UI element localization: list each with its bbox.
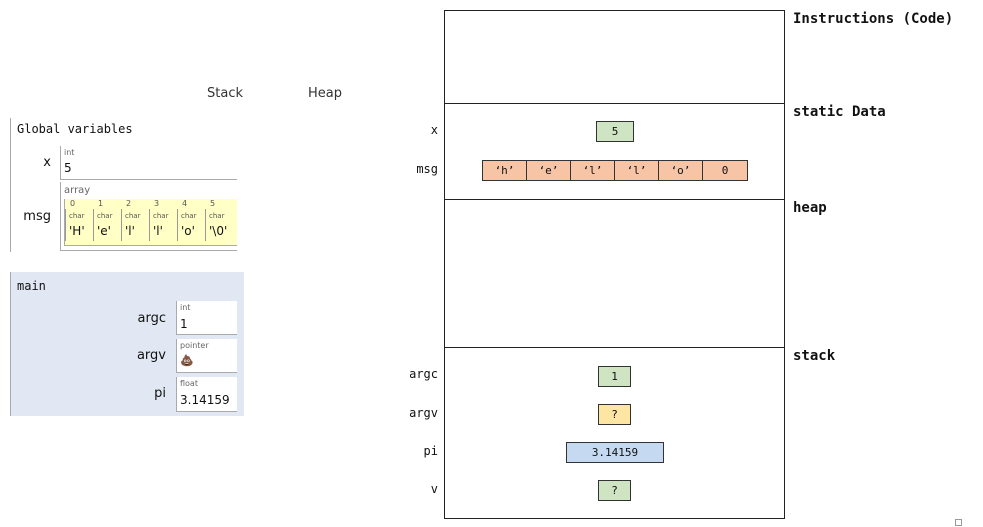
cell-type: char (69, 212, 85, 220)
memory-layout (444, 10, 785, 519)
msg-byte: ‘l’ (614, 160, 659, 181)
cell-type: char (181, 212, 197, 220)
main-frame: main argc int 1 argv pointer 💩 pi float … (10, 272, 244, 416)
static-msg-array: ‘h’ ‘e’ ‘l’ ‘l’ ‘o’ 0 (482, 160, 748, 181)
stack-var-v-name: v (430, 482, 438, 496)
main-var-pi-name: pi (154, 386, 166, 401)
array-index: 3 (154, 199, 160, 208)
stack-header: Stack (207, 86, 243, 101)
array-index: 0 (70, 199, 76, 208)
stack-var-argc-box: 1 (598, 366, 631, 387)
cell-value: 'l' (125, 224, 135, 238)
msg-byte: ‘o’ (658, 160, 703, 181)
cell-value: 'e' (97, 224, 111, 238)
main-var-argc-value: int 1 (176, 301, 237, 335)
segment-divider (444, 103, 785, 104)
msg-byte: ‘h’ (482, 160, 527, 181)
resize-handle-icon[interactable] (955, 519, 962, 526)
type-label: array (64, 185, 91, 196)
stack-var-v-box: ? (598, 480, 631, 501)
main-frame-title: main (17, 279, 46, 293)
segment-divider (444, 199, 785, 200)
cell-type: char (153, 212, 169, 220)
global-var-x-name: x (43, 155, 51, 170)
global-var-msg-name: msg (23, 209, 51, 224)
value-text: 1 (180, 317, 188, 331)
array-index: 4 (182, 199, 188, 208)
array-index: 1 (98, 199, 104, 208)
stack-var-argv-box: ? (598, 404, 631, 425)
array-cell: char 'l' (121, 209, 149, 241)
global-frame-title: Global variables (17, 122, 133, 136)
msg-byte: ‘l’ (570, 160, 615, 181)
segment-divider (444, 347, 785, 348)
array-cell: char 'o' (177, 209, 205, 241)
pile-of-poo-icon: 💩 (180, 354, 194, 367)
type-label: int (180, 303, 191, 312)
array-cell: char 'e' (93, 209, 121, 241)
segment-label-static: static Data (793, 104, 886, 120)
main-var-argv-name: argv (136, 348, 166, 363)
type-label: pointer (180, 341, 209, 350)
segment-label-heap: heap (793, 200, 827, 216)
type-label: int (64, 148, 75, 157)
cell-value: 'H' (69, 224, 85, 238)
msg-byte: ‘e’ (526, 160, 571, 181)
value-text: 5 (64, 161, 72, 175)
type-label: float (180, 379, 198, 388)
stack-var-pi-name: pi (423, 444, 438, 458)
static-var-msg-name: msg (416, 162, 438, 176)
cell-value: 'l' (153, 224, 163, 238)
segment-label-stack: stack (793, 348, 836, 364)
array-index: 5 (210, 199, 216, 208)
cell-type: char (209, 212, 225, 220)
array-cell: char 'l' (149, 209, 177, 241)
value-text: 3.14159 (180, 393, 230, 407)
msg-byte: 0 (702, 160, 748, 181)
cell-type: char (125, 212, 141, 220)
global-var-msg-value: array 0 1 2 3 4 5 char 'H' char 'e' char 'l… (60, 182, 237, 251)
main-var-argv-value: pointer 💩 (176, 339, 237, 373)
array-cell: char 'H' (65, 209, 93, 241)
heap-header: Heap (308, 86, 342, 101)
cell-value: '\0' (209, 224, 228, 238)
main-var-pi-value: float 3.14159 (176, 377, 237, 412)
static-var-x-box: 5 (596, 121, 634, 142)
stack-var-argc-name: argc (409, 367, 438, 381)
global-var-x-value: int 5 (60, 146, 237, 180)
static-var-x-name: x (430, 123, 438, 137)
cell-value: 'o' (181, 224, 195, 238)
array-index: 2 (126, 199, 132, 208)
msg-array: 0 1 2 3 4 5 char 'H' char 'e' char 'l' char… (64, 199, 237, 246)
array-cell: char '\0' (205, 209, 237, 241)
segment-label-code: Instructions (Code) (793, 11, 954, 27)
cell-type: char (97, 212, 113, 220)
stack-var-pi-box: 3.14159 (566, 442, 664, 463)
main-var-argc-name: argc (137, 311, 166, 326)
stack-var-argv-name: argv (409, 406, 438, 420)
global-frame: Global variables x int 5 msg array 0 1 2… (10, 118, 237, 252)
